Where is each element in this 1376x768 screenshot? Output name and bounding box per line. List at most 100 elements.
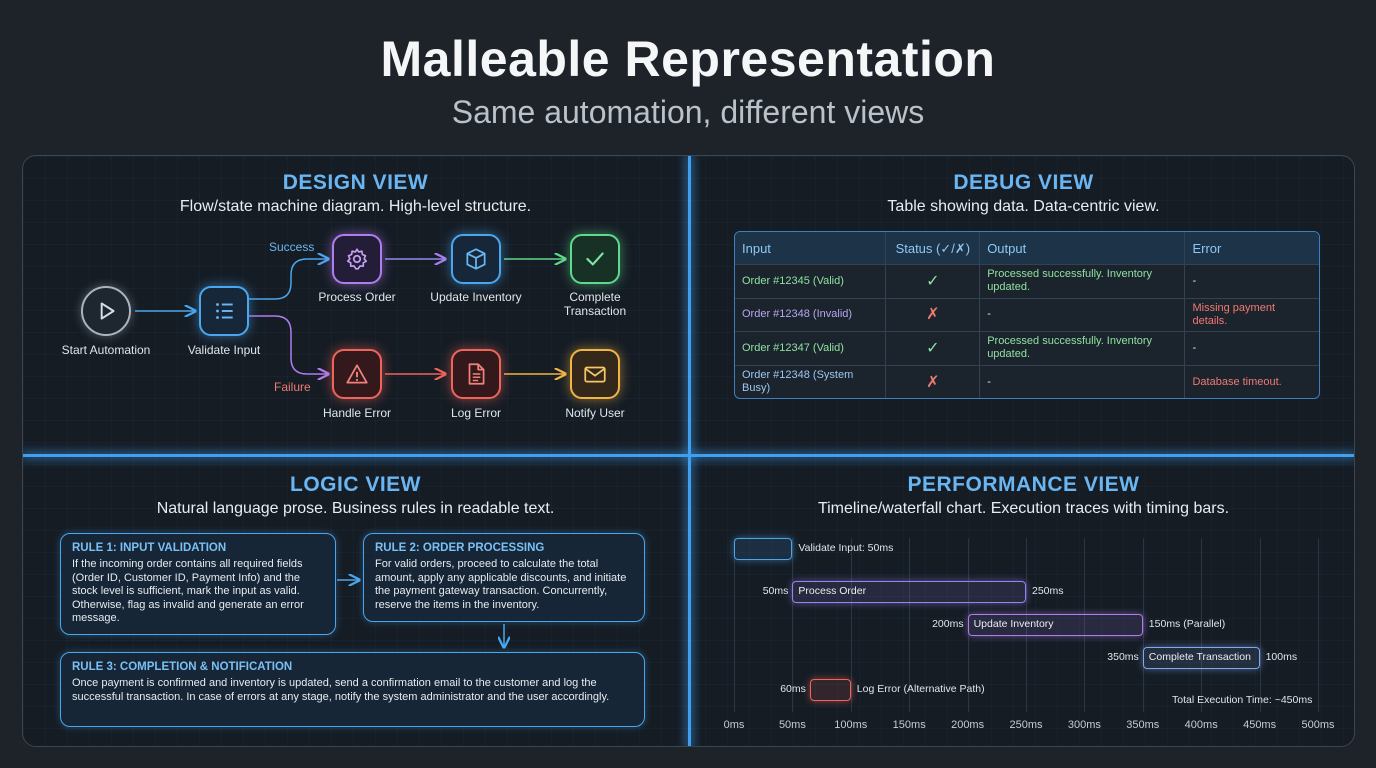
design-view-subtitle: Flow/state machine diagram. High-level s… [179,198,532,215]
gridline [1026,538,1027,712]
rule-title: RULE 2: ORDER PROCESSING [375,542,545,554]
node-process-label: Process Order [318,290,396,304]
cell-error: Database timeout. [1192,375,1282,388]
gridline [1318,538,1319,712]
node-handle[interactable] [332,349,382,399]
axis-tick-label: 0ms [723,719,745,731]
axis-tick-label: 450ms [1243,719,1277,731]
cell-output: Processed successfully. Inventory update… [980,265,1186,298]
timing-bar[interactable]: Update Inventory [967,614,1143,636]
bar-end-label: Validate Input: 50ms [798,542,894,554]
cell-input: Order #12345 (Valid) [735,265,887,298]
timing-bar[interactable] [734,538,793,560]
header-error: Error [1192,240,1222,256]
bar-end-label: 250ms [1032,585,1064,597]
vertical-divider [688,156,691,746]
table-row[interactable]: Order #12347 (Valid) ✓ Processed success… [735,332,1319,366]
node-inventory[interactable] [451,234,501,284]
header-output: Output [980,232,1186,264]
axis-tick-label: 100ms [834,719,868,731]
rule-card-2[interactable]: RULE 2: ORDER PROCESSING For valid order… [363,533,645,622]
axis-tick-label: 300ms [1067,719,1101,731]
edge-failure [249,315,328,374]
rule-arrows [337,456,688,747]
gridline [1259,538,1261,712]
axis-tick-label: 250ms [1009,719,1043,731]
total-execution-time: Total Execution Time: ~450ms [1172,694,1313,706]
rule-text: For valid orders, proceed to calculate t… [375,558,627,611]
bar-label: Complete Transaction [1148,651,1251,663]
list-icon [216,303,233,319]
status-cross-icon: ✗ [886,298,981,331]
page-subtitle: Same automation, different views [451,94,925,130]
axis-tick-label: 350ms [1126,719,1160,731]
node-complete[interactable] [570,234,620,284]
cell-error: Missing payment details. [1192,301,1276,327]
cell-output: - [980,298,1186,331]
gridline [909,538,911,712]
cell-input: Order #12348 (Invalid) [735,298,887,331]
bar-end-label: 100ms [1265,651,1298,663]
status-check-icon: ✓ [886,265,981,298]
rule-text: If the incoming order contains all requi… [72,558,304,624]
bar-start-label: 60ms [780,683,806,695]
rule-title: RULE 1: INPUT VALIDATION [72,542,227,554]
node-notify[interactable] [570,349,620,399]
bar-start-label: 350ms [1107,651,1139,663]
gridline [850,538,852,712]
bar-end-label: 150ms (Parallel) [1148,618,1226,630]
timing-bar[interactable]: Process Order [792,581,1026,603]
rule-card-3[interactable]: RULE 3: COMPLETION & NOTIFICATION Once p… [60,652,645,727]
node-start-label: Start Automation [61,343,151,357]
node-log-label: Log Error [450,406,502,420]
logic-view-subtitle: Natural language prose. Business rules i… [156,500,555,517]
axis-tick-label: 200ms [951,719,985,731]
node-inventory-label: Update Inventory [430,290,522,304]
mail-icon [584,366,606,383]
bar-start-label: 200ms [932,618,964,630]
table-row[interactable]: Order #12348 (Invalid) ✗ - Missing payme… [735,298,1319,332]
gridline [1084,538,1086,712]
axis-tick-label: 400ms [1184,719,1218,731]
gear-icon [346,248,368,270]
node-start[interactable] [81,286,131,336]
debug-view-title: DEBUG VIEW [953,171,1094,194]
table-header-row: Input Status (✓/✗) Output Error [735,232,1319,265]
node-handle-label: Handle Error [322,406,392,420]
cell-input: Order #12348 (System Busy) [735,365,887,398]
header-input: Input [735,232,887,264]
axis-tick-label: 50ms [778,719,806,731]
debug-table: Input Status (✓/✗) Output Error Order #1… [734,231,1320,399]
node-process[interactable] [332,234,382,284]
check-icon [586,252,604,266]
bar-start-label: 50ms [762,585,789,597]
bar-end-label: Log Error (Alternative Path) [856,683,985,695]
logic-view-title: LOGIC VIEW [290,473,421,496]
table-row[interactable]: Order #12345 (Valid) ✓ Processed success… [735,265,1319,299]
node-notify-label: Notify User [565,406,625,420]
document-icon [468,363,485,385]
node-validate-label: Validate Input [187,343,261,357]
axis-tick-label: 150ms [892,719,926,731]
edge-label-success: Success [269,240,315,254]
cell-output: Processed successfully. Inventory update… [980,332,1186,365]
cell-error: - [1192,274,1197,287]
timing-bar[interactable] [809,679,851,701]
warning-icon [346,364,368,384]
rule-text: Once payment is confirmed and inventory … [72,677,610,703]
node-complete-label: Complete Transaction [563,290,627,318]
gridline [734,538,735,712]
status-check-icon: ✓ [886,332,981,365]
play-icon [100,302,115,320]
gridline [792,538,794,712]
status-cross-icon: ✗ [886,365,981,398]
node-log[interactable] [451,349,501,399]
debug-view-subtitle: Table showing data. Data-centric view. [887,198,1160,215]
rule-card-1[interactable]: RULE 1: INPUT VALIDATION If the incoming… [60,533,336,635]
node-validate[interactable] [199,286,249,336]
performance-view-title: PERFORMANCE VIEW [907,473,1140,496]
views-frame: DESIGN VIEW Flow/state machine diagram. … [22,155,1355,747]
timing-bar[interactable]: Complete Transaction [1142,647,1260,669]
table-row[interactable]: Order #12348 (System Busy) ✗ - Database … [735,365,1319,398]
box-icon [466,248,486,270]
